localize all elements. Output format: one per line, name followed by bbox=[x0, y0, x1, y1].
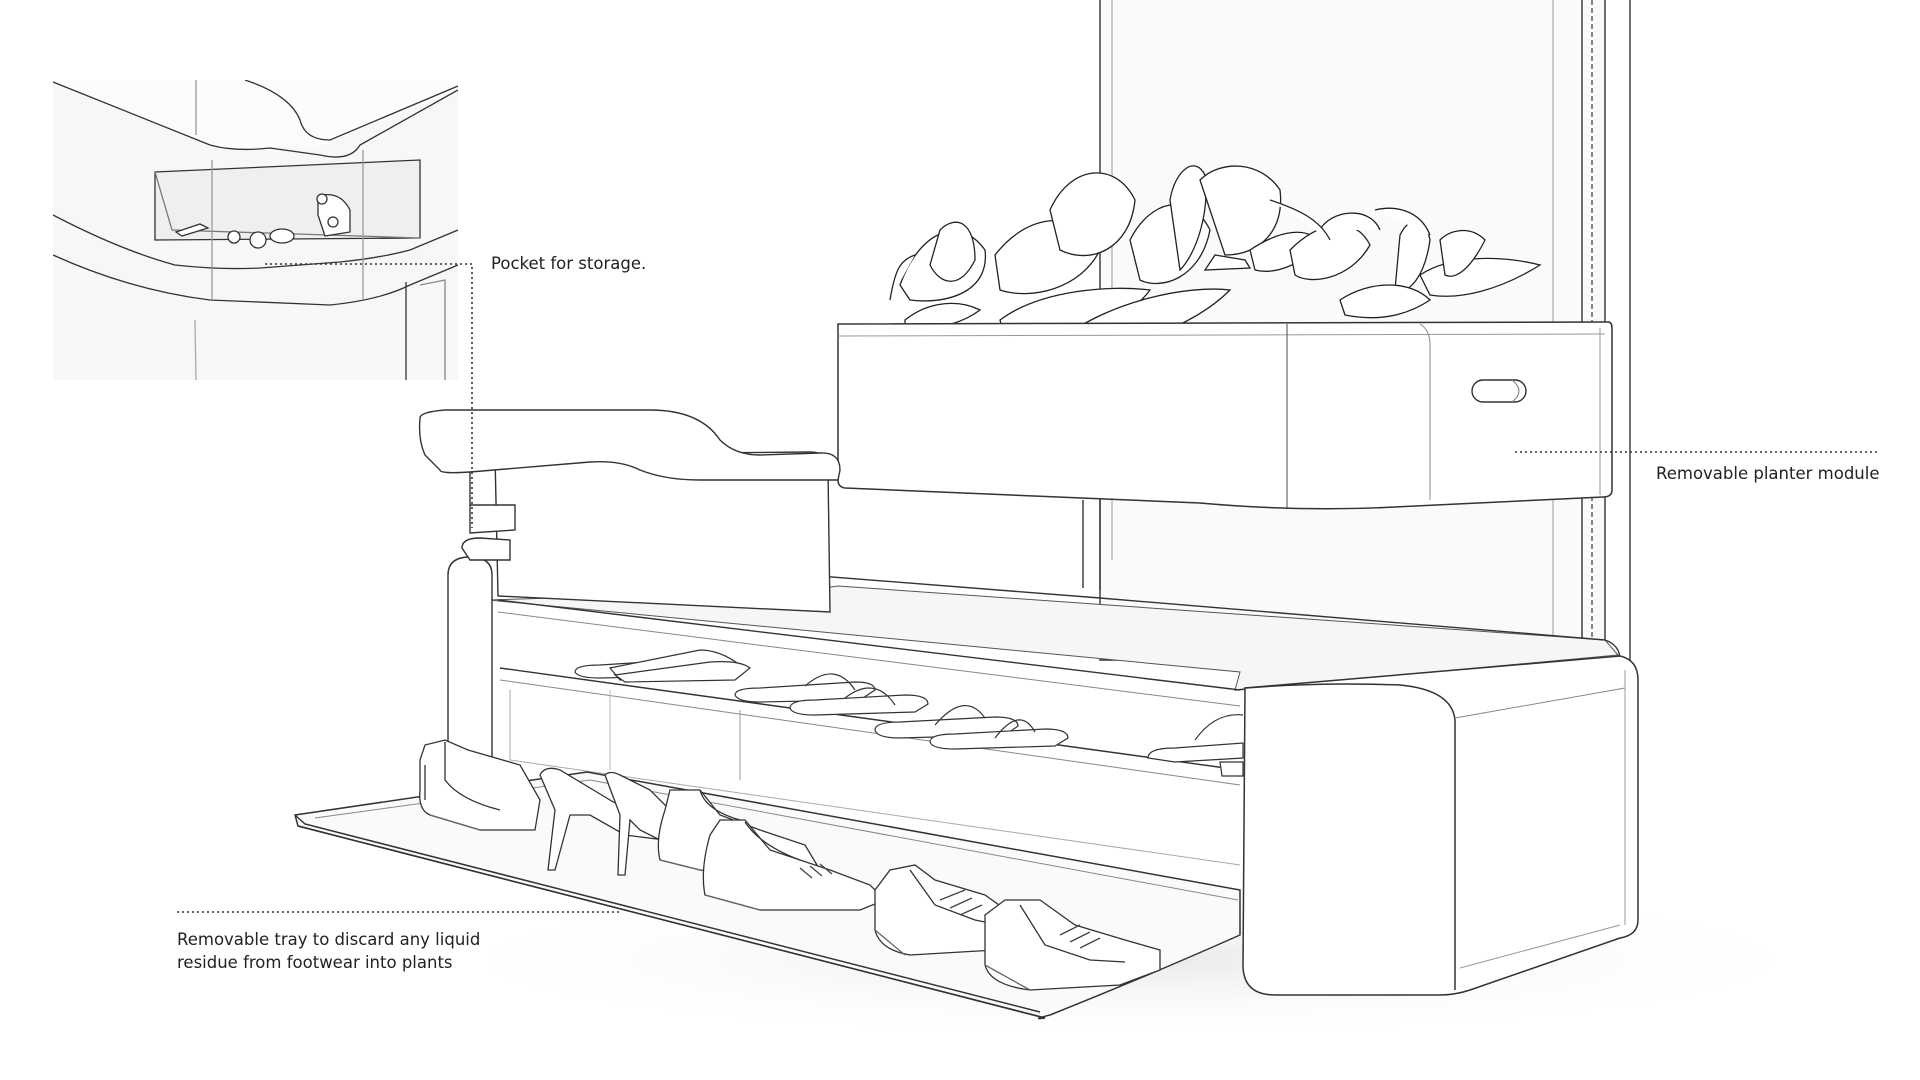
pocket-annotation: Pocket for storage. bbox=[491, 254, 647, 273]
plant-leaves bbox=[889, 165, 1542, 356]
slippers bbox=[574, 649, 1244, 777]
end-cabinet bbox=[1242, 655, 1639, 996]
tray-annotation: Removable tray to discard any liquid res… bbox=[177, 928, 480, 974]
tray-annotation-line-2: residue from footwear into plants bbox=[177, 953, 453, 972]
tray-annotation-line-1: Removable tray to discard any liquid bbox=[177, 930, 481, 949]
pocket-leader-line bbox=[265, 263, 473, 528]
planter-annotation: Removable planter module bbox=[1656, 464, 1880, 483]
leader-lines bbox=[177, 263, 1880, 913]
planter-module bbox=[837, 165, 1613, 510]
shoes bbox=[419, 739, 1161, 991]
bench-body bbox=[418, 409, 1621, 866]
pocket-detail-inset bbox=[53, 80, 458, 380]
planter-handle-icon bbox=[1471, 379, 1527, 403]
